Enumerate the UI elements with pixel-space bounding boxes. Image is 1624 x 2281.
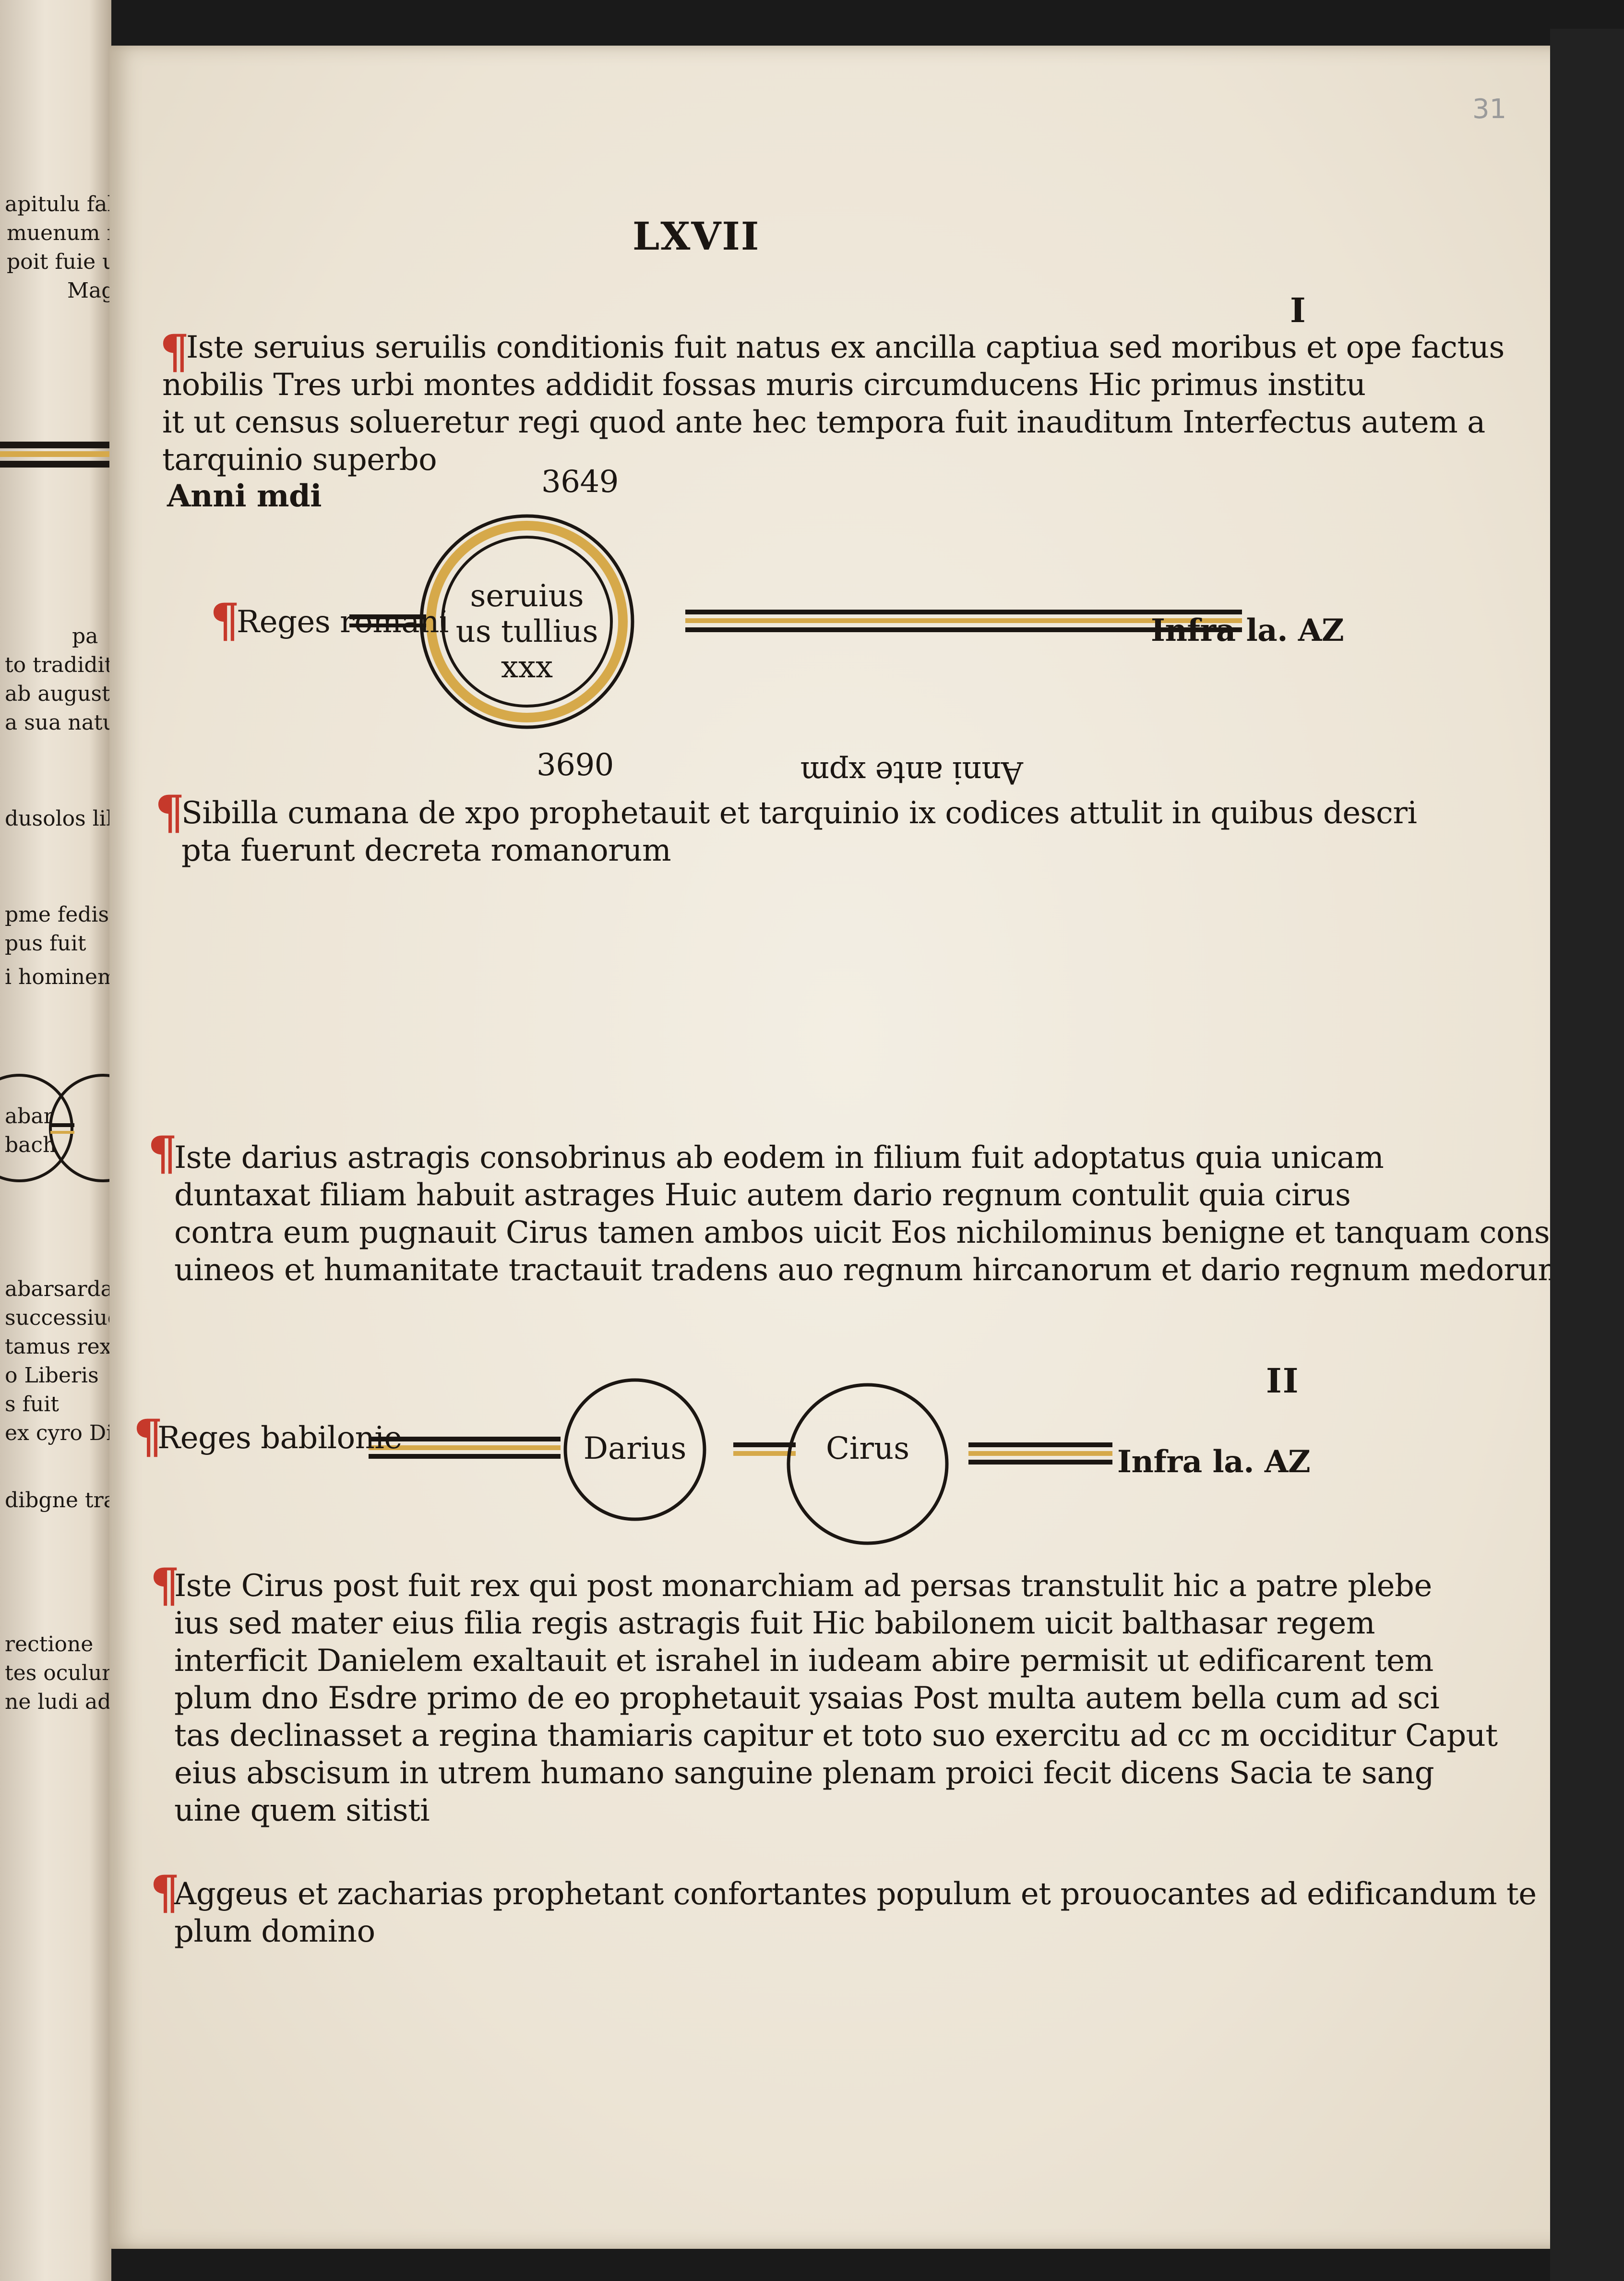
block1-line: tarquinio superbo [162,442,437,478]
left-text-line: a sua natus [5,710,111,735]
left-text-line: o Liberis [5,1363,99,1388]
block4-line: tas declinasset a regina thamiaris capit… [174,1718,1498,1753]
block4-line: uine quem sitisti [174,1793,430,1828]
left-text-line: pme fedis [5,902,109,927]
reges-romani-label: Reges romani [237,604,449,640]
circle-text-line: seruius [470,578,584,614]
left-gold-bars [0,442,110,468]
block2-line: Sibilla cumana de xpo prophetauit et tar… [181,795,1417,831]
year-bottom: 3690 [537,747,614,783]
pilcrow-icon: ¶ [155,785,185,840]
block4-line: ius sed mater eius filia regis astragis … [174,1606,1375,1641]
anni-label: Anni mdi [167,478,322,514]
pilcrow-icon: ¶ [150,1558,180,1612]
pilcrow-icon: ¶ [210,593,240,648]
inverted-note: Anni ante xpm [800,755,1024,790]
left-text-line: abar [5,1104,54,1128]
left-text-line: tamus rex babil [5,1334,111,1359]
left-text-line: abarsardach [5,1277,111,1301]
left-text-line: apitulu fabulaf [5,192,111,216]
reges-babilonie-label: Reges babilonie [157,1420,402,1456]
left-text-line: poit fuie urge [7,250,111,274]
infra-label: Infra la. AZ [1151,612,1344,648]
romani-line-diagram [349,514,1242,729]
pilcrow-icon: ¶ [133,1409,163,1464]
left-text-line: ex cyro Dis [5,1421,111,1445]
running-header: LXVII [633,214,760,259]
block1-line: it ut census solueretur regi quod ante h… [162,405,1485,440]
block3-line: contra eum pugnauit Cirus tamen ambos ui… [174,1215,1573,1250]
folio-pencil-number: 31 [1472,94,1507,125]
section-mark-1: I [1290,290,1307,330]
block1-line: nobilis Tres urbi montes addidit fossas … [162,367,1366,403]
block3-line: Iste darius astragis consobrinus ab eode… [174,1140,1384,1176]
infra-label: Infra la. AZ [1117,1444,1311,1480]
section-mark-2: II [1266,1361,1300,1401]
left-circles [0,1074,111,1182]
babilonie-line-diagram [369,1378,1112,1545]
left-text-line: successiue regn [5,1306,111,1330]
left-text-line: s fuit [5,1392,59,1417]
block3-line: duntaxat filiam habuit astrages Huic aut… [174,1177,1351,1213]
left-page-fragment: apitulu fabulaf muenum fuit poit fuie ur… [0,0,111,2281]
block4-line: eius abscisum in utrem humano sanguine p… [174,1755,1434,1791]
block3-line: uineos et humanitate tractauit tradens a… [174,1252,1567,1288]
left-text-line: Magi [67,278,111,303]
right-page: 31 LXVII I ¶ Iste seruius seruilis condi… [109,46,1573,2249]
left-text-line: tes oculum [5,1661,111,1685]
left-text-line: pa [72,624,98,648]
left-text-line: pus fuit [5,931,86,956]
left-text-line: muenum fuit [7,221,111,245]
block4-line: plum dno Esdre primo de eo prophetauit y… [174,1681,1440,1716]
pilcrow-icon: ¶ [148,1126,178,1180]
year-top: 3649 [541,464,619,500]
circle-darius: Darius [583,1431,687,1466]
left-text-line: dusolos libere [5,806,111,831]
left-text-line: to tradidit [5,653,111,677]
block5-line: plum domino [174,1914,375,1949]
block1-line: Iste seruius seruilis conditionis fuit n… [186,330,1505,365]
pilcrow-icon: ¶ [160,324,190,379]
left-text-line: ab augusto fuit [5,682,111,706]
block4-line: interficit Danielem exaltauit et israhel… [174,1643,1433,1679]
circle-text-line: us tullius [455,614,598,649]
left-text-line: rectione [5,1632,94,1657]
block5-line: Aggeus et zacharias prophetant confortan… [174,1876,1537,1912]
block4-line: Iste Cirus post fuit rex qui post monarc… [174,1568,1432,1604]
left-text-line: ne ludi ad [5,1690,111,1714]
block2-line: pta fuerunt decreta romanorum [181,833,671,868]
circle-cirus: Cirus [825,1431,910,1466]
left-text-line: i hominem [5,965,111,989]
pilcrow-icon: ¶ [150,1865,180,1920]
circle-text-line: xxx [501,649,553,685]
background-edge [1550,29,1624,2281]
left-text-line: bach [5,1133,57,1157]
left-text-line: dibgne tractaut [5,1488,111,1513]
